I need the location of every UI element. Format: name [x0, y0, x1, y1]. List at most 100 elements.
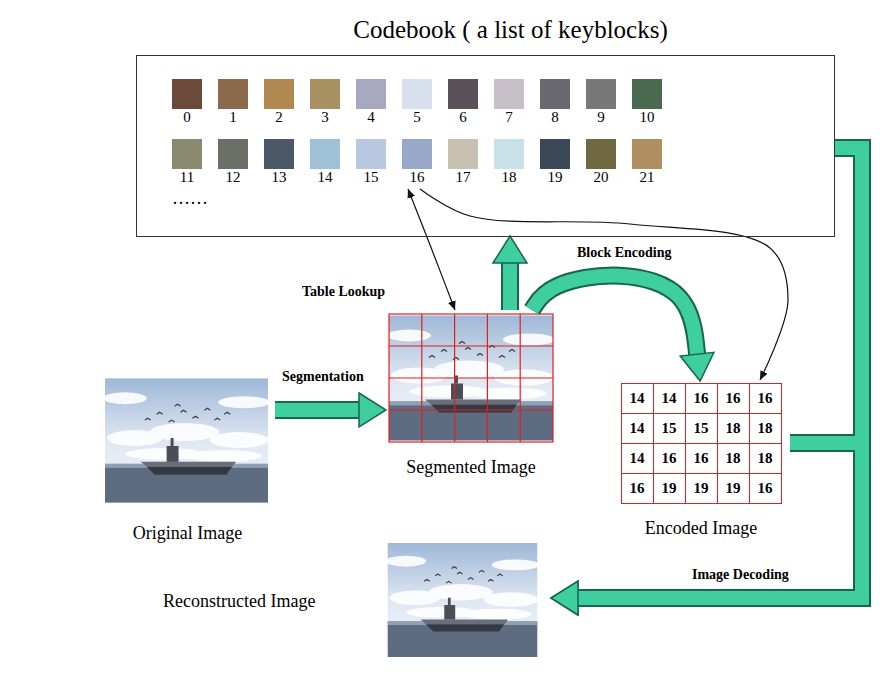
- keyblock: 2: [256, 79, 302, 129]
- keyblock-swatch: [632, 139, 662, 169]
- block-arrow: [503, 263, 517, 310]
- keyblock-swatch: [218, 139, 248, 169]
- keyblock-number: 19: [532, 169, 578, 189]
- image-caption: Encoded Image: [612, 518, 790, 539]
- block-arrow: [275, 403, 359, 417]
- table-cell: 18: [750, 444, 782, 474]
- keyblock-swatch: [264, 79, 294, 109]
- table-cell: 14: [622, 444, 654, 474]
- table-cell: 19: [654, 474, 686, 504]
- block-arrow: [578, 443, 862, 598]
- arrow-outline: [578, 443, 862, 598]
- keyblock: 20: [578, 139, 624, 189]
- block-arrow: [578, 148, 862, 598]
- arrow-outline: [578, 148, 862, 598]
- keyblock: 8: [532, 79, 578, 129]
- table-cell: 16: [686, 384, 718, 414]
- table-cell: 14: [622, 414, 654, 444]
- keyblock: 5: [394, 79, 440, 129]
- keyblock-number: 9: [578, 109, 624, 129]
- step-label: Image Decoding: [690, 566, 791, 583]
- table-cell: 15: [654, 414, 686, 444]
- segmented-image-panel: Segmented Image: [385, 310, 557, 478]
- keyblock: 15: [348, 139, 394, 189]
- keyblock-swatch: [448, 79, 478, 109]
- keyblock: 19: [532, 139, 578, 189]
- keyblock: 1: [210, 79, 256, 129]
- encoded-grid: 1414161616141515181814161618181619191916: [621, 383, 782, 504]
- keyblock-number: 8: [532, 109, 578, 129]
- keyblock-swatch: [632, 79, 662, 109]
- table-cell: 19: [718, 474, 750, 504]
- table-cell: 18: [750, 414, 782, 444]
- step-label: Block Encoding: [575, 244, 674, 261]
- keyblock-number: 15: [348, 169, 394, 189]
- table-cell: 14: [654, 384, 686, 414]
- arrow-outline: [275, 401, 359, 419]
- keyblock-number: 2: [256, 109, 302, 129]
- keyblock-number: 6: [440, 109, 486, 129]
- keyblock-swatch: [356, 139, 386, 169]
- keyblock-swatch: [172, 79, 202, 109]
- table-cell: 18: [718, 444, 750, 474]
- keyblock-swatch: [540, 139, 570, 169]
- image-caption: Segmented Image: [406, 457, 535, 478]
- keyblock-swatch: [448, 139, 478, 169]
- keyblock-number: 13: [256, 169, 302, 189]
- original-image-panel: Original Image: [100, 374, 275, 544]
- keyblock-number: 16: [394, 169, 440, 189]
- keyblock-number: 4: [348, 109, 394, 129]
- lookup-arrow: [420, 189, 788, 380]
- arrow-outlines: [275, 148, 862, 598]
- keyblock-swatch: [402, 139, 432, 169]
- connectors: [275, 148, 862, 598]
- keyblock-number: 3: [302, 109, 348, 129]
- keyblock-number: 17: [440, 169, 486, 189]
- codebook-title: Codebook ( a list of keyblocks): [137, 16, 834, 44]
- keyblock: 10: [624, 79, 670, 129]
- keyblock-swatch: [264, 139, 294, 169]
- reconstructed-image-panel: Reconstructed Image: [160, 540, 552, 662]
- image-caption: Original Image: [133, 523, 242, 544]
- keyblock: 12: [210, 139, 256, 189]
- keyblock-number: 20: [578, 169, 624, 189]
- keyblock-number: 21: [624, 169, 670, 189]
- keyblock-swatch: [586, 79, 616, 109]
- keyblock-swatch: [586, 139, 616, 169]
- step-label: Segmentation: [280, 368, 366, 385]
- keyblock: 0: [164, 79, 210, 129]
- keyblock-number: 5: [394, 109, 440, 129]
- keyblock-swatch: [494, 79, 524, 109]
- table-cell: 18: [718, 414, 750, 444]
- table-cell: 15: [686, 414, 718, 444]
- keyblock-number: 12: [210, 169, 256, 189]
- keyblock-swatch: [172, 139, 202, 169]
- arrow-outline: [532, 276, 697, 355]
- codebook-panel: Codebook ( a list of keyblocks)012345678…: [136, 55, 835, 237]
- keyblock: 13: [256, 139, 302, 189]
- step-label: Table Lookup: [300, 283, 387, 300]
- ellipsis-mark: ……: [172, 188, 208, 209]
- keyblock-number: 11: [164, 169, 210, 189]
- keyblock-swatch: [310, 139, 340, 169]
- segmented-photo: [387, 316, 555, 441]
- table-cell: 14: [622, 384, 654, 414]
- keyblock: 16: [394, 139, 440, 189]
- table-cell: 16: [718, 384, 750, 414]
- table-cell: 16: [750, 384, 782, 414]
- keyblock: 18: [486, 139, 532, 189]
- keyblock-swatch: [540, 79, 570, 109]
- keyblock-swatch: [494, 139, 524, 169]
- keyblock-swatch: [356, 79, 386, 109]
- table-cell: 16: [654, 444, 686, 474]
- keyblock: 21: [624, 139, 670, 189]
- keyblock-number: 18: [486, 169, 532, 189]
- table-cell: 19: [686, 474, 718, 504]
- keyblock: 14: [302, 139, 348, 189]
- keyblock: 7: [486, 79, 532, 129]
- keyblock-number: 7: [486, 109, 532, 129]
- original-photo: [103, 378, 270, 502]
- encoded-image-panel: 1414161616141515181814161618181619191916…: [612, 380, 790, 538]
- segment-grid: [389, 314, 553, 442]
